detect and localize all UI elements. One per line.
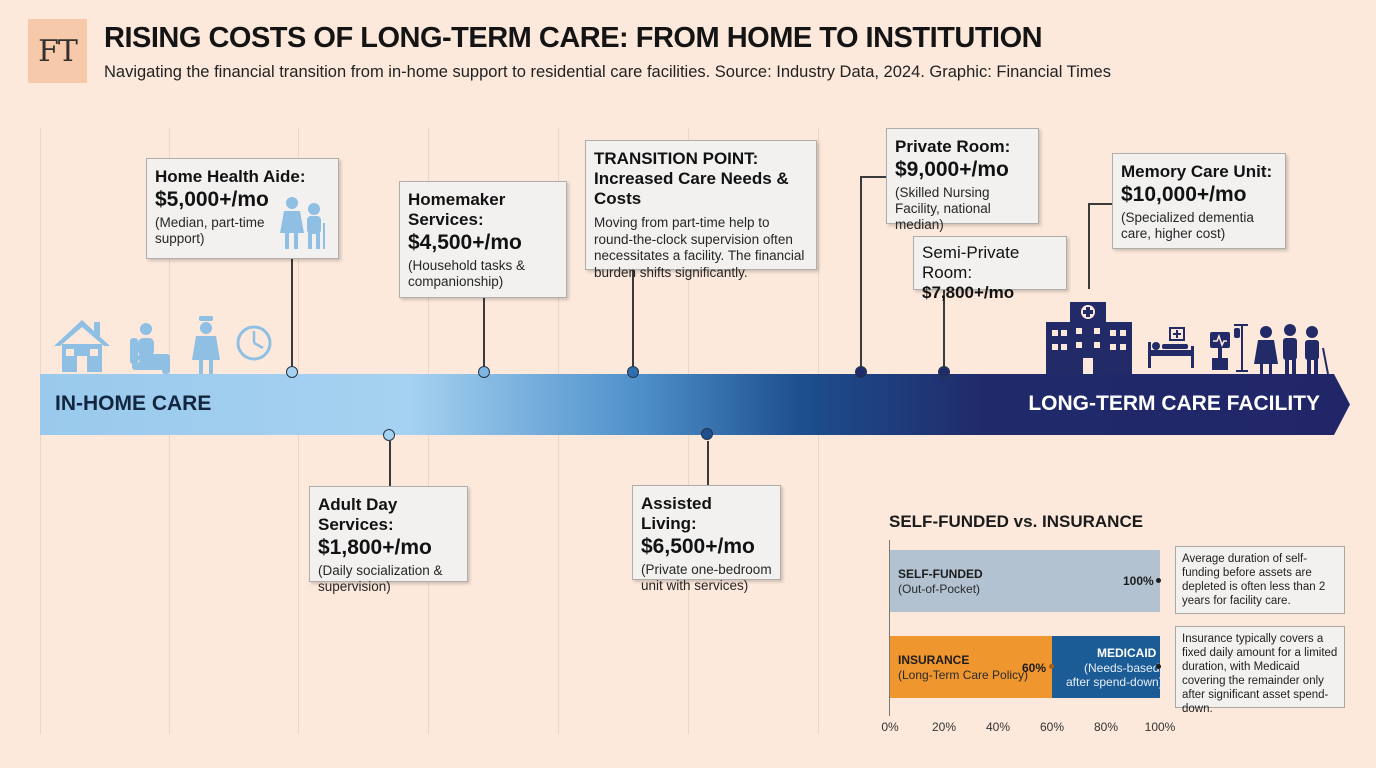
hospital-bed-icon: [1148, 327, 1194, 368]
timeline-marker: [478, 366, 490, 378]
callout-label: Assisted Living:: [641, 494, 712, 533]
timeline-band: [40, 374, 1350, 435]
clock-icon: [236, 325, 272, 361]
callout-note: (Daily socialization & supervision): [318, 563, 443, 594]
callout-assisted-living: Assisted Living: $6,500+/mo (Private one…: [632, 485, 781, 593]
connector-line: [1088, 203, 1112, 205]
page-subtitle: Navigating the financial transition from…: [104, 63, 1111, 81]
callout-price: $6,500+/mo: [641, 535, 755, 558]
x-tick-label: 60%: [1039, 720, 1065, 734]
callout-semi-private-room: Semi-Private Room: $7,800+/mo: [913, 236, 1067, 302]
value-marker: [1156, 578, 1161, 583]
connector-line: [291, 258, 293, 368]
timeline-marker: [938, 366, 950, 378]
medical-monitor-icon: [1210, 332, 1230, 370]
page-title: RISING COSTS OF LONG-TERM CARE: FROM HOM…: [104, 22, 1043, 54]
bar-sub-medicaid: (Needs-based,: [1084, 661, 1163, 675]
connector-line: [389, 441, 391, 486]
value-marker: [1049, 664, 1054, 669]
caregiver-elder-icon: [280, 197, 325, 249]
callout-price: $4,500+/mo: [408, 231, 522, 254]
callout-note: (Median, part-time support): [155, 215, 265, 246]
x-tick-label: 100%: [1144, 720, 1176, 734]
bar-label-insurance: INSURANCE: [898, 653, 970, 667]
connector-line: [943, 289, 945, 368]
x-tick-label: 80%: [1093, 720, 1119, 734]
bar-value-insurance: 60%: [1022, 661, 1047, 675]
bar-value-self-funded: 100%: [1123, 574, 1154, 588]
callout-note: (Skilled Nursing Facility, national medi…: [895, 185, 991, 232]
bar-sub-insurance: (Long-Term Care Policy): [898, 668, 1029, 682]
iv-pole-icon: [1234, 324, 1248, 372]
callout-homemaker-services: Homemaker Services: $4,500+/mo (Househol…: [399, 181, 567, 298]
bar-medicaid: [1052, 636, 1160, 698]
callout-note: (Household tasks & companionship): [408, 258, 526, 289]
callout-adult-day-services: Adult Day Services: $1,800+/mo (Daily so…: [309, 486, 468, 594]
callout-label: Home Health Aide:: [155, 167, 306, 186]
house-icon: [54, 320, 110, 372]
funding-chart-title: SELF-FUNDED vs. INSURANCE: [889, 512, 1144, 531]
facility-icons: [1046, 302, 1329, 375]
note-insurance: Insurance typically covers a fixed daily…: [1175, 626, 1345, 715]
hospital-building-icon: [1046, 302, 1132, 374]
callout-label: Private Room:: [895, 137, 1011, 156]
timeline-marker: [855, 366, 867, 378]
bar-insurance: [890, 636, 1052, 698]
connector-line: [860, 176, 886, 178]
callout-private-room: Private Room: $9,000+/mo (Skilled Nursin…: [886, 128, 1039, 232]
bar-self-funded: [890, 550, 1160, 612]
callout-price: $7,800+/mo: [922, 283, 1015, 302]
bar-label-self-funded: SELF-FUNDED: [898, 567, 983, 581]
connector-line: [483, 297, 485, 368]
note-self-funded: Average duration of self-funding before …: [1175, 546, 1345, 614]
callout-memory-care-unit: Memory Care Unit: $10,000+/mo (Specializ…: [1112, 153, 1286, 249]
callout-label: TRANSITION POINT: Increased Care Needs &…: [594, 149, 789, 208]
callout-body: Moving from part-time help to round-the-…: [594, 215, 805, 280]
callout-label: Memory Care Unit:: [1121, 162, 1273, 181]
elderly-people-icon: [1254, 324, 1329, 375]
callout-price: $10,000+/mo: [1121, 183, 1247, 206]
callout-note: (Private one-bedroom unit with services): [641, 562, 772, 593]
timeline-marker: [627, 366, 639, 378]
callout-price: $5,000+/mo: [155, 188, 269, 211]
timeline-marker: [383, 429, 395, 441]
callout-price: $1,800+/mo: [318, 536, 432, 559]
timeline-marker: [701, 428, 713, 440]
connector-line: [632, 269, 634, 368]
callout-transition-point: TRANSITION POINT: Increased Care Needs &…: [585, 140, 817, 280]
callout-label: Semi-Private Room:: [922, 243, 1020, 282]
armchair-person-icon: [130, 323, 170, 374]
timeline-marker: [286, 366, 298, 378]
bar-label-medicaid: MEDICAID: [1097, 646, 1157, 660]
nurse-icon: [192, 316, 220, 374]
x-tick-label: 0%: [881, 720, 899, 734]
callout-label: Adult Day Services:: [318, 495, 398, 534]
callout-home-health-aide: Home Health Aide: $5,000+/mo (Median, pa…: [146, 158, 339, 259]
timeline-end-label: LONG-TERM CARE FACILITY: [1028, 392, 1320, 415]
bar-sub-self-funded: (Out-of-Pocket): [898, 582, 981, 596]
connector-line: [1088, 203, 1090, 289]
callout-price: $9,000+/mo: [895, 158, 1009, 181]
x-tick-label: 40%: [985, 720, 1011, 734]
in-home-icons: [54, 316, 272, 374]
value-marker: [1156, 664, 1161, 669]
callout-label: Homemaker Services:: [408, 190, 506, 229]
connector-line: [860, 176, 862, 368]
timeline-start-label: IN-HOME CARE: [55, 392, 212, 415]
ft-logo: FT: [28, 19, 87, 83]
chart-axis-line: [889, 540, 890, 716]
bar-sub-medicaid: after spend-down): [1066, 675, 1163, 689]
connector-line: [707, 441, 709, 486]
x-tick-label: 20%: [931, 720, 957, 734]
callout-note: (Specialized dementia care, higher cost): [1121, 210, 1254, 241]
